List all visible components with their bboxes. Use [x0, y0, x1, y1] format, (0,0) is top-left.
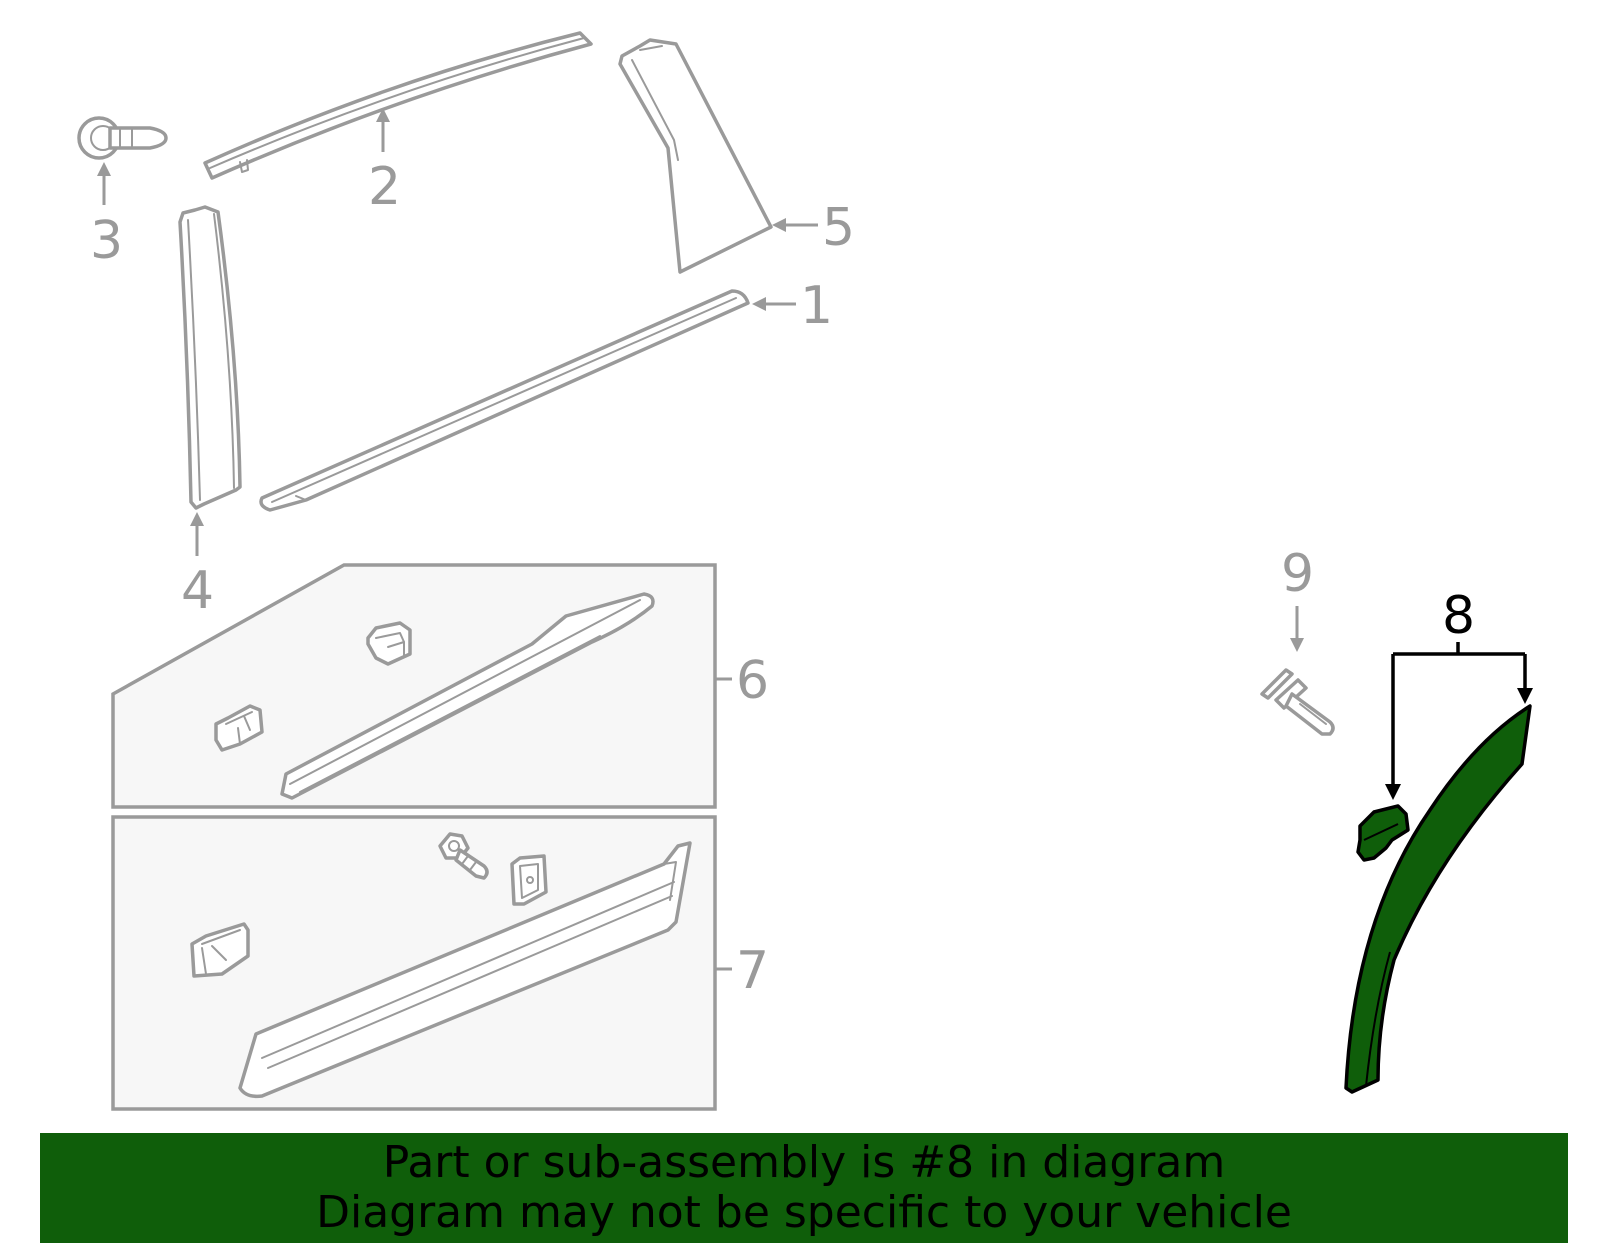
part-7-molding	[238, 841, 692, 1099]
kit-box-7[interactable]	[111, 815, 717, 1111]
part-6-molding	[280, 592, 655, 800]
caption-line-1: Part or sub-assembly is #8 in diagram	[382, 1137, 1226, 1188]
callout-9: 9	[1281, 544, 1314, 604]
callout-4-leader	[190, 512, 204, 556]
part-4-pillar-garnish[interactable]	[178, 205, 242, 510]
callout-7: 7	[736, 941, 769, 1001]
callout-9-leader	[1290, 606, 1304, 652]
callout-2: 2	[368, 157, 401, 217]
part-8-clip-shape	[1356, 804, 1410, 862]
caption-line-2: Diagram may not be specific to your vehi…	[316, 1187, 1292, 1238]
callout-8-bracket	[1385, 642, 1533, 800]
part-6-clip-b	[214, 704, 264, 752]
callout-1-leader	[752, 297, 796, 311]
part-5-pillar-garnish[interactable]	[618, 38, 773, 274]
part-7-clip	[190, 922, 250, 978]
part-9-fastener[interactable]	[1260, 668, 1335, 736]
callout-4: 4	[181, 561, 214, 621]
callout-2-leader	[376, 108, 390, 152]
part-3-push-clip[interactable]	[77, 116, 168, 160]
part-8-arch-molding[interactable]	[1344, 704, 1532, 1094]
callout-8: 8	[1442, 586, 1475, 646]
part-8-clip[interactable]	[1356, 804, 1410, 862]
part-7-bracket	[510, 854, 548, 906]
callout-3: 3	[90, 211, 123, 271]
part-7-screw	[438, 832, 489, 880]
callout-5-leader	[772, 218, 818, 232]
caption-bar: Part or sub-assembly is #8 in diagram Di…	[40, 1133, 1568, 1243]
part-8-clip-edge	[1363, 823, 1399, 841]
part-2-roof-molding[interactable]	[203, 31, 593, 180]
part-1-belt-molding[interactable]	[259, 289, 750, 512]
callout-1: 1	[800, 276, 833, 336]
callout-3-leader	[97, 162, 111, 205]
callout-5: 5	[822, 198, 855, 258]
part-8-molding-shape	[1344, 704, 1532, 1094]
kit-box-6[interactable]	[111, 563, 717, 809]
part-6-clip-a	[366, 621, 412, 666]
part-8-molding-crease	[1365, 951, 1391, 1087]
callout-6: 6	[736, 651, 769, 711]
caption-bar-background	[40, 1133, 1568, 1243]
